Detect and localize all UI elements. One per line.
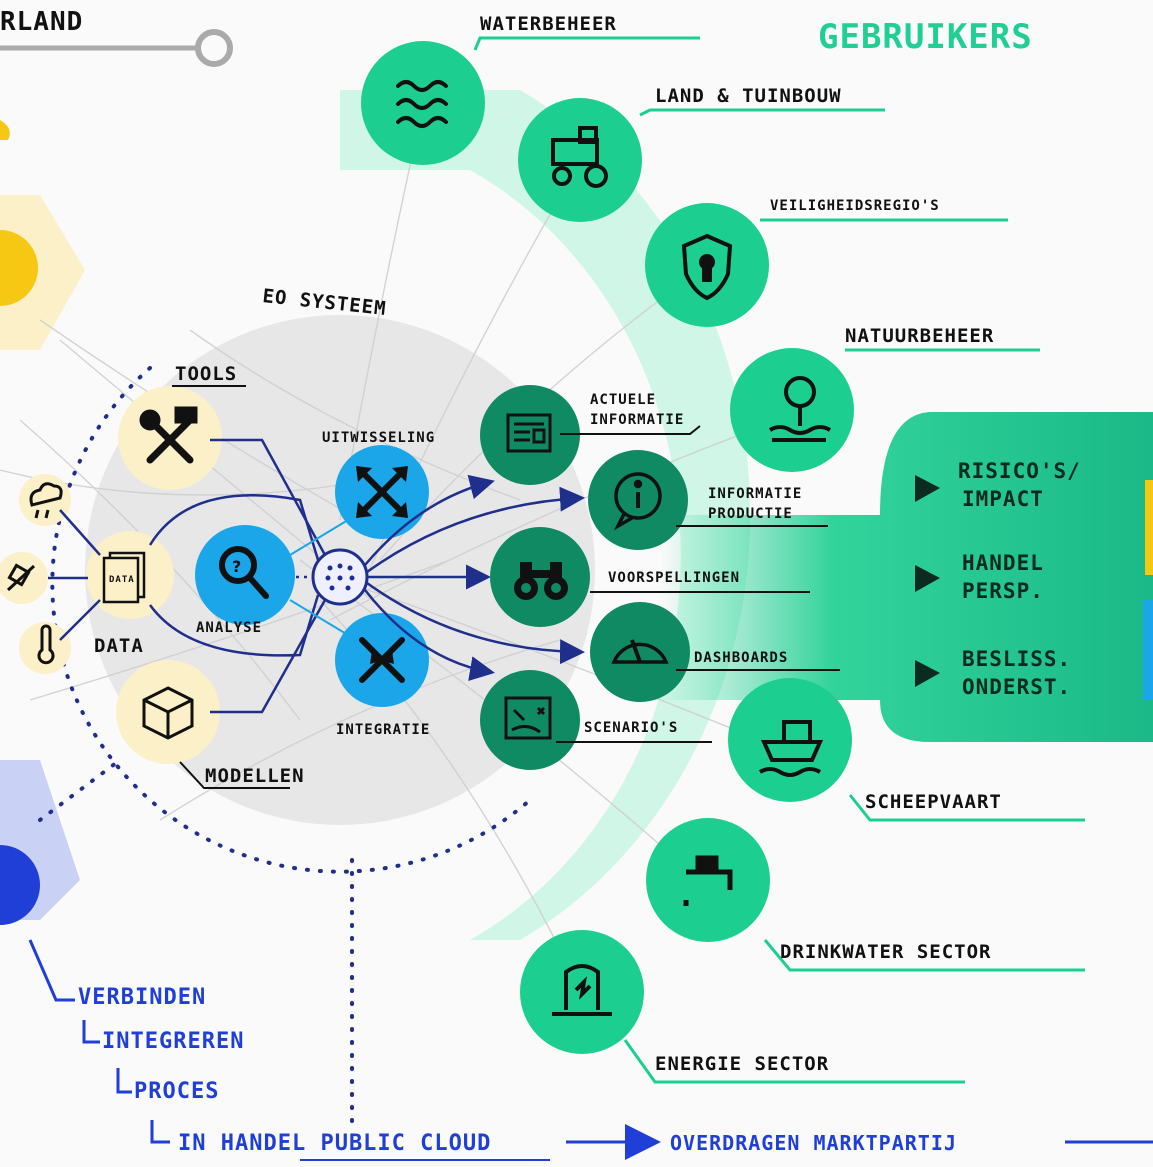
uitwisseling-label: UITWISSELING	[322, 430, 435, 446]
modellen-label: MODELLEN	[205, 765, 305, 787]
info-bubble-icon	[613, 472, 662, 531]
hub-output-arrows	[364, 474, 585, 681]
sector-underlines	[473, 36, 1085, 1084]
actuele-label-line1: ACTUELE	[590, 392, 656, 408]
tools-icon	[139, 406, 198, 464]
waterbeheer-label: WATERBEHEER	[480, 13, 617, 35]
dashboards-node	[590, 602, 690, 702]
panel-item3-line1: BESLISS.	[962, 647, 1071, 671]
document-icon: DATA	[102, 551, 146, 604]
natuurbeheer-node	[730, 348, 854, 472]
energy-plant-icon	[552, 964, 612, 1016]
panel-play-icons	[915, 475, 940, 687]
scenarios-node	[480, 670, 580, 770]
right-blue-edge	[1143, 600, 1153, 700]
hub-ports-icon	[325, 563, 355, 591]
ecosystem-dotted-boundary	[50, 366, 532, 874]
title-connector-ring	[195, 29, 233, 67]
cloud-label: IN HANDEL PUBLIC CLOUD	[178, 1131, 491, 1156]
veiligheidsregios-label: VEILIGHEIDSREGIO'S	[770, 198, 940, 214]
dashboards-label: DASHBOARDS	[694, 650, 788, 666]
informatie-productie-line1: INFORMATIE	[708, 486, 802, 502]
binoculars-icon	[514, 562, 568, 600]
cube-icon	[142, 686, 194, 740]
sector-arc-band	[340, 90, 751, 940]
panel-item2-line2: PERSP.	[962, 579, 1044, 603]
ecosystem-title: EO SYSTEEM	[261, 285, 387, 320]
waves-icon	[396, 80, 448, 128]
cloud-icon	[29, 482, 63, 519]
panel-item2-line1: HANDEL	[962, 551, 1044, 575]
informatie-productie-line2: PRODUCTIE	[708, 506, 793, 522]
integreren-label: INTEGREREN	[102, 1029, 244, 1054]
verbinden-label: VERBINDEN	[78, 985, 206, 1010]
drinkwater-label: DRINKWATER SECTOR	[780, 941, 991, 963]
modellen-leader	[179, 761, 290, 789]
users-title: GEBRUIKERS	[818, 17, 1033, 57]
proces-label: PROCES	[134, 1079, 219, 1104]
tractor-icon	[551, 126, 608, 188]
gauge-icon	[611, 639, 669, 664]
integratie-label: INTEGRATIE	[336, 722, 430, 738]
data-doc-label: DATA	[109, 575, 135, 585]
panel-item1-line2: IMPACT	[962, 487, 1044, 511]
ship-icon	[758, 720, 824, 777]
faucet-icon	[683, 855, 733, 906]
blue-hand-node	[0, 845, 40, 925]
collapse-arrows-icon	[359, 637, 405, 683]
magnifier-icon: ?	[219, 546, 269, 599]
voorspellingen-label: VOORSPELLINGEN	[608, 570, 740, 586]
panel-item1-line1: RISICO'S/	[958, 459, 1081, 483]
land-tuinbouw-label: LAND & TUINBOUW	[655, 85, 842, 107]
tree-nature-icon	[768, 376, 832, 442]
partial-title-bottom: RLAND	[0, 7, 83, 37]
actuele-informatie-node	[480, 385, 580, 485]
map-scenario-icon	[504, 696, 552, 740]
yellow-side-shape	[0, 195, 85, 350]
analyse-label: ANALYSE	[196, 620, 262, 636]
right-yellow-edge	[1145, 480, 1153, 575]
yellow-accent-top	[0, 120, 10, 140]
magnifier-question-glyph: ?	[232, 557, 241, 576]
data-label: DATA	[94, 635, 144, 657]
drinkwater-node	[646, 818, 770, 942]
hub-uitwisseling-links	[289, 519, 349, 636]
land-tuinbouw-node	[518, 98, 642, 222]
scenarios-label: SCENARIO'S	[584, 720, 678, 736]
output-panel	[660, 412, 1153, 742]
analyse-node	[195, 525, 295, 625]
cloud-data-node	[19, 474, 71, 526]
newspaper-icon	[506, 413, 552, 453]
actuele-label-line2: INFORMATIE	[590, 412, 684, 428]
process-brackets	[28, 939, 170, 1144]
dotted-to-shape	[38, 758, 122, 822]
shield-lock-icon	[681, 233, 733, 301]
panel-item3-line2: ONDERST.	[962, 675, 1071, 699]
satellite-icon	[6, 563, 36, 592]
thermometer-icon	[37, 624, 55, 665]
scheepvaart-label: SCHEEPVAART	[865, 791, 1002, 813]
energie-label: ENERGIE SECTOR	[655, 1053, 829, 1075]
waterbeheer-node	[361, 41, 485, 165]
natuurbeheer-label: NATUURBEHEER	[845, 325, 994, 347]
ecosystem-connectors	[48, 438, 327, 714]
tools-label: TOOLS	[175, 363, 237, 385]
markt-label: OVERDRAGEN MARKTPARTIJ	[670, 1131, 957, 1155]
yellow-gear-node	[0, 230, 38, 306]
thermometer-data-node	[19, 622, 71, 674]
actuele-leader	[560, 425, 701, 435]
expand-arrows-icon	[356, 466, 408, 518]
